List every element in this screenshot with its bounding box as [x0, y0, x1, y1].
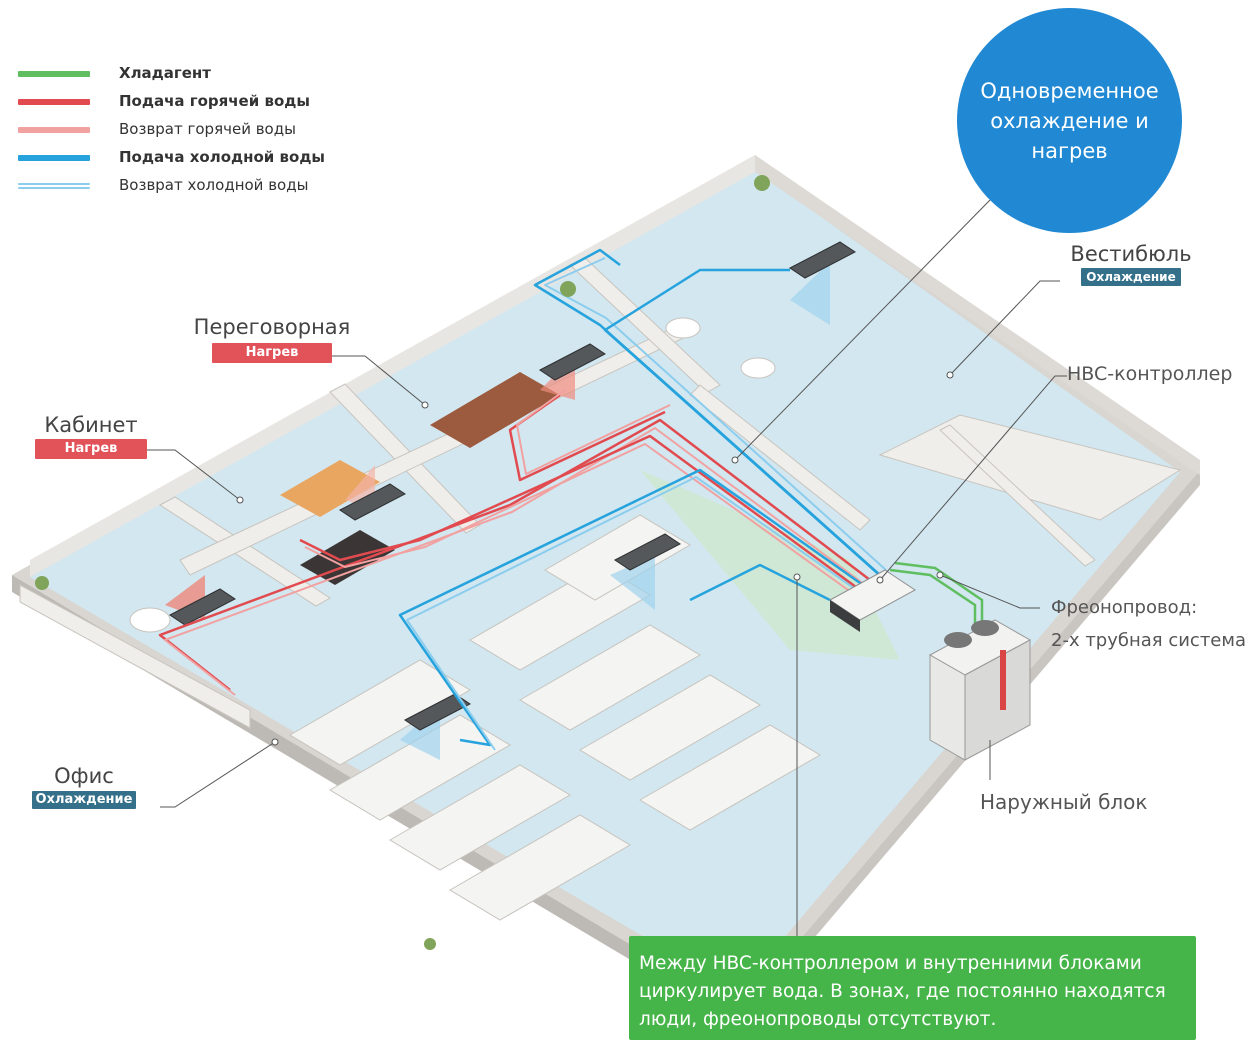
lobby-table — [665, 317, 701, 339]
indoor-units — [169, 241, 856, 731]
cool-badge-lobby: Охлаждение — [1081, 268, 1181, 286]
room-label-meeting: Переговорная Нагрев — [178, 315, 366, 363]
cabinet-desk — [280, 460, 380, 517]
back-wall-left — [30, 155, 755, 577]
plants — [35, 175, 770, 950]
room-label-lobby: Вестибюль Охлаждение — [1066, 242, 1196, 286]
meeting-table — [430, 372, 560, 448]
hbc-controller-side — [830, 600, 860, 632]
hbc-controller — [829, 569, 916, 621]
mode-circle-text: Одновременное охлаждение и нагрев — [980, 78, 1159, 163]
room-name-office: Офис — [54, 764, 114, 788]
room-label-cabinet: Кабинет Нагрев — [28, 413, 154, 459]
legend-swatch — [18, 71, 90, 77]
room-name-cabinet: Кабинет — [44, 413, 138, 437]
lobby-table — [740, 357, 776, 379]
info-box-text: Между HBC-контроллером и внутренними бло… — [639, 953, 1166, 1030]
hot-water-pipes — [158, 389, 871, 696]
legend-label: Возврат холодной воды — [119, 176, 309, 194]
cool-badge-office: Охлаждение — [31, 791, 137, 809]
freon-pipe-label: Фреонопровод: — [1051, 597, 1198, 618]
legend-label: Подача холодной воды — [119, 148, 326, 166]
cool-airflow — [790, 262, 830, 325]
cool-airflow — [610, 555, 655, 610]
heat-badge-cabinet: Нагрев — [34, 439, 148, 459]
outdoor-unit — [928, 619, 1032, 761]
legend-label: Возврат горячей воды — [119, 120, 296, 138]
back-wall-right — [755, 155, 1200, 475]
mode-circle: Одновременное охлаждение и нагрев — [957, 8, 1182, 233]
room-name-lobby: Вестибюль — [1070, 242, 1192, 266]
office-desks — [289, 514, 821, 921]
refrigerant-pipes — [889, 561, 984, 625]
legend-label: Хладагент — [119, 64, 211, 82]
room-label-office: Офис Охлаждение — [20, 764, 148, 809]
freon-pipe-system-label: 2-х трубная система — [1051, 630, 1246, 651]
legend-swatch — [18, 99, 90, 105]
cold-water-pipes — [398, 248, 887, 751]
legend-label: Подача горячей воды — [119, 92, 310, 110]
leader-lines — [140, 199, 1067, 936]
legend-swatch — [18, 127, 90, 133]
hbc-controller-label: HBC-контроллер — [1067, 363, 1233, 385]
info-box: Между HBC-контроллером и внутренними бло… — [629, 936, 1196, 1040]
heat-badge-meeting: Нагрев — [211, 343, 333, 363]
kitchen-table — [129, 607, 171, 633]
room-name-meeting: Переговорная — [193, 315, 351, 339]
outdoor-unit-label: Наружный блок — [980, 790, 1148, 814]
legend-swatch — [18, 155, 90, 161]
legend-swatch — [18, 183, 90, 185]
